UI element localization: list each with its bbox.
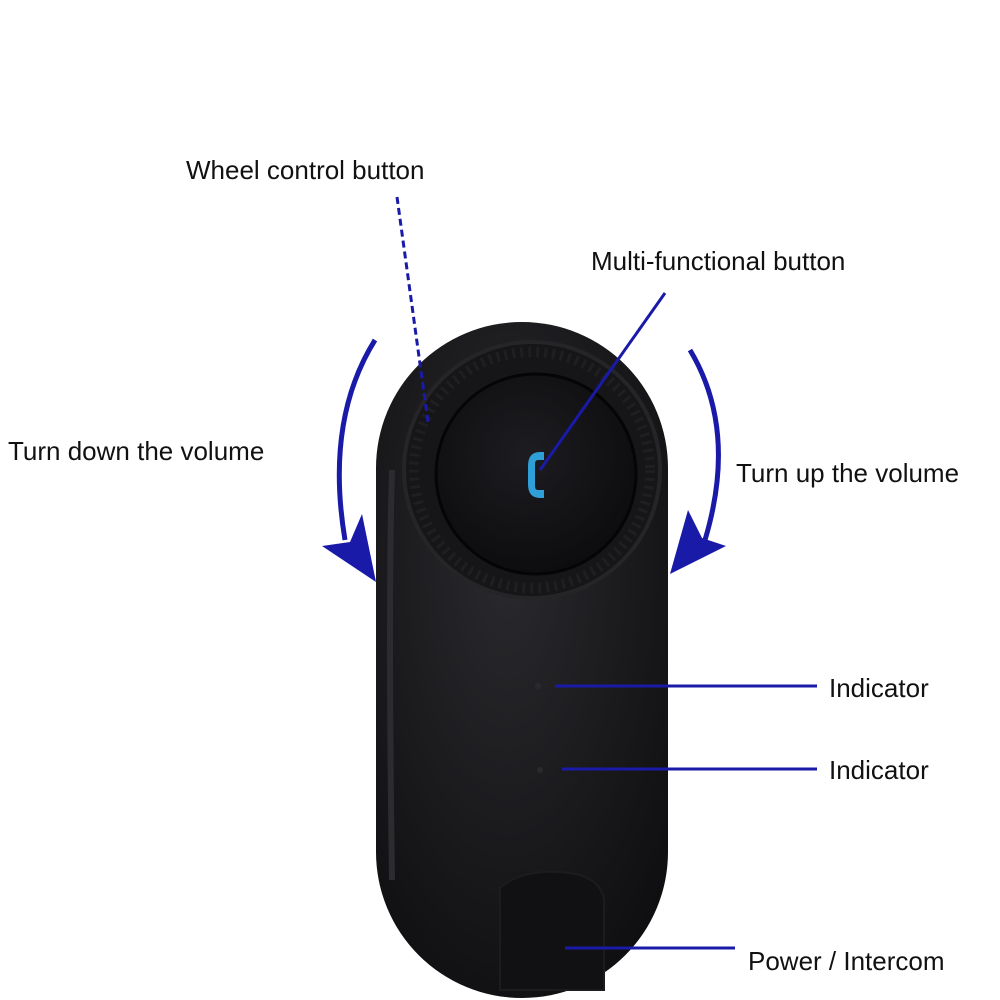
indicator-led-1 [535, 683, 541, 689]
turn-up-arrow-head [670, 510, 726, 574]
turn-down-arrow-shaft [336, 338, 378, 541]
indicator-1-label: Indicator [829, 673, 929, 703]
indicator-led-2 [537, 767, 543, 773]
power-intercom-label: Power / Intercom [748, 946, 945, 976]
multi-functional-label: Multi-functional button [591, 246, 846, 276]
wheel-ring-texture [409, 347, 655, 593]
wheel-pointer-line [395, 196, 430, 423]
multi-pointer-line [538, 292, 667, 471]
turn-down-arrow-head [322, 514, 376, 582]
phone-icon [528, 452, 544, 498]
wheel-control-label: Wheel control button [186, 155, 425, 185]
turn-up-arrow-shaft [687, 348, 721, 541]
power-intercom-button[interactable] [499, 870, 605, 991]
multi-functional-button[interactable] [434, 372, 638, 576]
turn-up-label: Turn up the volume [736, 458, 960, 488]
device-edge-highlight [387, 469, 395, 881]
indicator-2-label: Indicator [829, 755, 929, 785]
turn-down-label: Turn down the volume [8, 436, 265, 466]
